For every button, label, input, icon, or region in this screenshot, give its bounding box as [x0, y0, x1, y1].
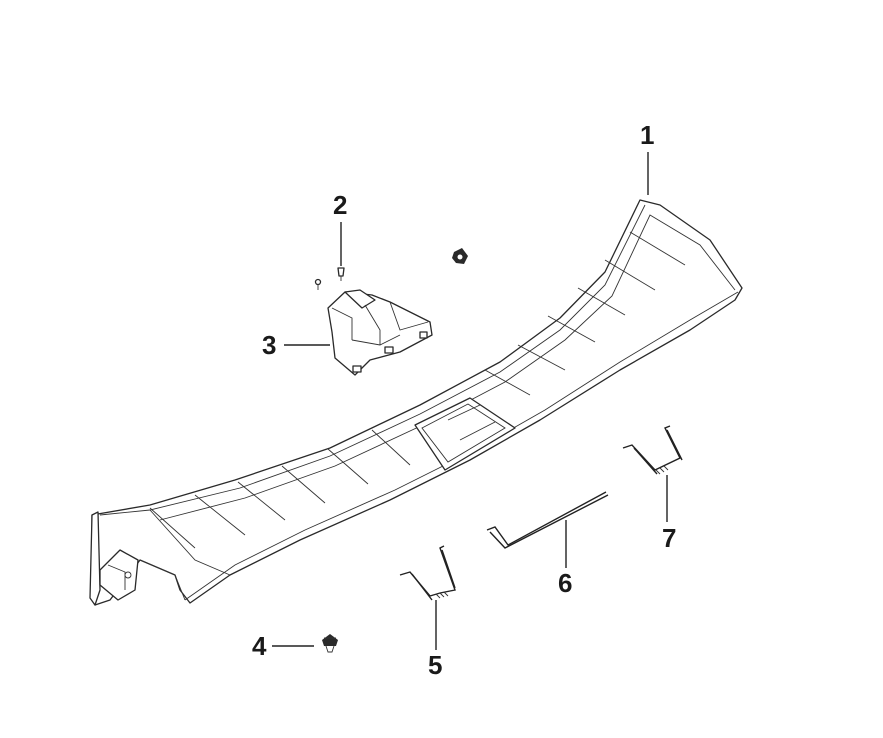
- part-7-spring-rod: [622, 425, 683, 475]
- callout-2: 2: [333, 190, 347, 220]
- callout-6: 6: [558, 568, 572, 598]
- latch-recess: [414, 397, 516, 471]
- part-2-screw: [314, 267, 345, 290]
- callout-7: 7: [662, 523, 676, 553]
- part-6-rod: [486, 491, 609, 549]
- callout-5: 5: [428, 650, 442, 680]
- callout-4: 4: [252, 631, 267, 661]
- callout-labels: 1 2 3 4 5 6 7: [252, 120, 676, 680]
- part-3-bracket: [327, 289, 433, 376]
- part-4-push-rivet: [322, 634, 338, 653]
- callout-1: 1: [640, 120, 654, 150]
- callout-3: 3: [262, 330, 276, 360]
- part-1-sill-panel: [89, 199, 743, 606]
- leader-lines: [272, 152, 668, 650]
- part-5-spring-rod: [399, 545, 456, 601]
- panel-ribs: [149, 231, 686, 549]
- left-end-bracket: [89, 511, 186, 606]
- push-clip-icon: [452, 248, 468, 264]
